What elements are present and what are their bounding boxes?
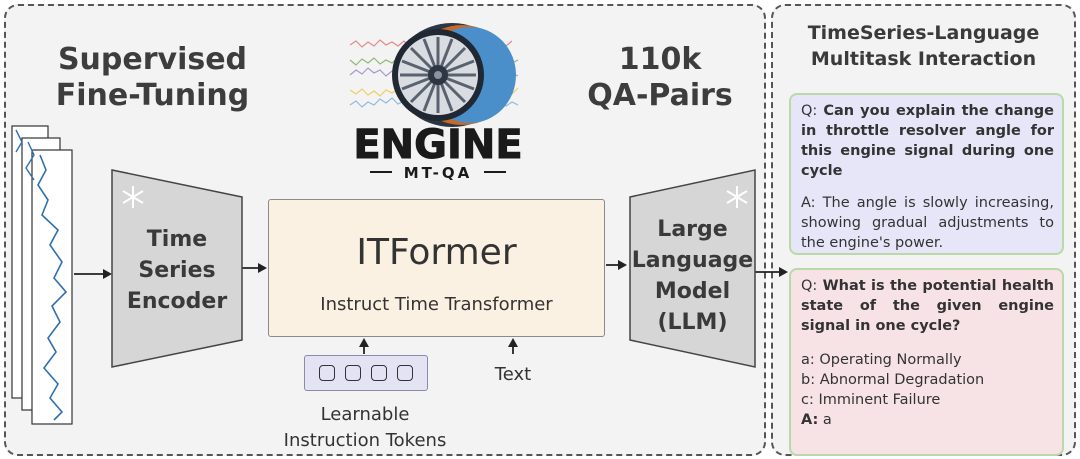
right-title: TimeSeries-Language Multitask Interactio… — [771, 20, 1076, 72]
text-label: Text — [494, 364, 532, 385]
logo-sub: MT-QA — [404, 164, 473, 182]
token-2 — [345, 365, 361, 381]
qa-count-line1: 110k — [618, 42, 702, 77]
itformer-subtitle: Instruct Time Transformer — [320, 294, 553, 315]
instruction-tokens — [304, 355, 428, 391]
engine-icon — [392, 23, 516, 127]
flow-arrows — [74, 260, 788, 354]
time-series-stack — [11, 125, 73, 425]
llm-shape — [629, 169, 756, 368]
qa1-answer: A: The angle is slowly increasing, showi… — [801, 195, 1054, 251]
qa2-option-a: a: Operating Normally — [801, 352, 962, 368]
left-title: Supervised Fine-Tuning — [40, 42, 265, 114]
time-series-encoder-shape — [111, 169, 243, 368]
encoder-label-line1: Time — [146, 227, 208, 252]
tokens-label-line2: Instruction Tokens — [283, 430, 447, 451]
qa2-question-text: What is the potential health state of th… — [801, 278, 1054, 334]
qa-card-1: Q: Can you explain the change in throttl… — [789, 93, 1064, 255]
llm-label: Large Language Model (LLM) — [630, 214, 755, 338]
snowflake-icon-llm — [726, 186, 748, 208]
qa1-question: Q: Can you explain the change in throttl… — [801, 101, 1054, 181]
qa-count-line2: QA-Pairs — [587, 78, 733, 113]
qa2-option-c: c: Imminent Failure — [801, 392, 941, 408]
itformer-block: ITFormer Instruct Time Transformer — [268, 199, 605, 337]
logo-name: ENGINE — [353, 122, 522, 168]
qa2-option-b: b: Abnormal Degradation — [801, 372, 985, 388]
itformer-title: ITFormer — [356, 232, 517, 273]
qa2-answer-prefix: A: — [801, 412, 819, 428]
tokens-label: Learnable Instruction Tokens — [250, 402, 480, 454]
qa1-q-prefix: Q: — [801, 103, 818, 119]
qa2-q-prefix: Q: — [801, 278, 818, 294]
llm-label-line3: Model — [654, 279, 731, 304]
encoder-label-line2: Series — [138, 258, 216, 283]
qa-count: 110k QA-Pairs — [560, 42, 760, 114]
tokens-label-line1: Learnable — [320, 404, 410, 425]
llm-label-line1: Large — [657, 217, 728, 242]
qa-card-2: Q: What is the potential health state of… — [789, 268, 1064, 456]
qa2-question: Q: What is the potential health state of… — [801, 276, 1054, 336]
right-title-line1: TimeSeries-Language — [807, 22, 1040, 44]
encoder-label: Time Series Encoder — [112, 224, 242, 317]
snowflake-icon-encoder — [122, 186, 144, 208]
token-3 — [371, 365, 387, 381]
left-title-line1: Supervised — [57, 42, 248, 77]
encoder-label-line3: Encoder — [126, 289, 228, 314]
right-title-line2: Multitask Interaction — [810, 48, 1037, 70]
llm-label-line4: (LLM) — [657, 310, 728, 335]
qa1-question-text: Can you explain the change in throttle r… — [801, 103, 1054, 179]
qa2-options: a: Operating Normally b: Abnormal Degrad… — [801, 350, 1054, 430]
qa2-answer-text: a — [822, 412, 832, 428]
llm-label-line2: Language — [631, 248, 754, 273]
left-title-line2: Fine-Tuning — [55, 78, 250, 113]
qa2-answer: A: a — [801, 410, 1054, 430]
token-1 — [319, 365, 335, 381]
token-4 — [397, 365, 413, 381]
